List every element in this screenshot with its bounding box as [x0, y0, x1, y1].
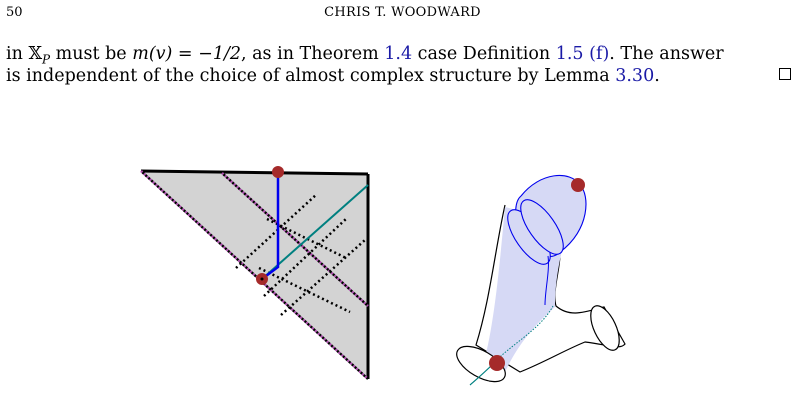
math-subscript: P [42, 52, 51, 67]
dotted-cross-line-3 [280, 239, 366, 316]
triangle-diagram [140, 166, 370, 380]
theorem-reference-link[interactable]: 1.4 [384, 44, 413, 64]
dotted-cross-line-4 [258, 266, 351, 314]
text: is independent of the choice of almost c… [6, 66, 616, 86]
teal-path [261, 184, 369, 280]
upper-arm-cuff-2 [520, 199, 564, 255]
text: in [6, 44, 29, 64]
dotted-cross-line-2 [263, 217, 348, 297]
inner-diagonal-black-dots [221, 172, 369, 307]
text: case Definition [412, 44, 556, 64]
running-header: CHRIS T. WOODWARD [324, 5, 481, 20]
blue-edge-lower [544, 255, 549, 306]
dotted-cross-line-1 [235, 193, 318, 269]
inner-diagonal-magenta-dots [221, 172, 369, 307]
triangle-top-edge [140, 169, 369, 176]
math-space-symbol: 𝕏 [28, 44, 43, 64]
case-reference-link[interactable]: (f) [589, 44, 610, 64]
paragraph-line-2: is independent of the choice of almost c… [6, 66, 660, 86]
surface-marker-bottom [489, 355, 505, 371]
hypotenuse-magenta-dots [140, 170, 369, 380]
marker-top [272, 166, 284, 178]
text: . The answer [609, 44, 724, 64]
bottom-end [456, 345, 506, 383]
blue-path [261, 172, 280, 280]
hypotenuse-black-dots [140, 170, 369, 380]
text: must be [50, 44, 133, 64]
text: , as in Theorem [241, 44, 385, 64]
surface-diagram [456, 174, 626, 386]
definition-reference-link[interactable]: 1.5 [555, 44, 584, 64]
right-arm-end [590, 305, 620, 351]
text: . [654, 66, 660, 86]
lemma-reference-link[interactable]: 3.30 [615, 66, 655, 86]
page-number: 50 [6, 5, 23, 20]
marker-bottom-center [260, 277, 264, 281]
paragraph-line-1: in 𝕏P must be m(v) = −1/2, as in Theorem… [6, 44, 724, 67]
qed-symbol [779, 68, 791, 80]
math-expression: m(v) = −1/2 [132, 44, 241, 64]
surface-marker-top [571, 178, 585, 192]
